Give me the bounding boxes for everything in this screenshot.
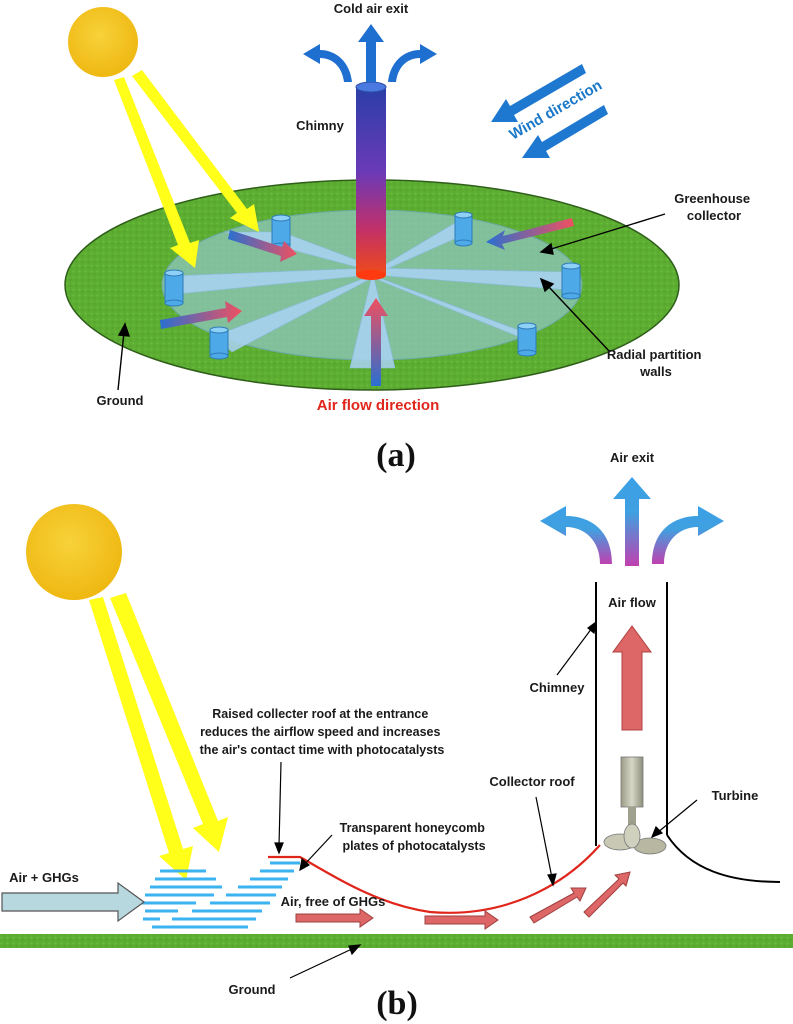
inflow-arrow xyxy=(364,298,388,386)
raised-roof-line-1: Raised collecter roof at the entrance xyxy=(212,707,428,721)
cylinder xyxy=(517,322,537,357)
air-flow-label: Air flow xyxy=(608,595,657,610)
turbine-icon xyxy=(603,756,667,855)
cold-air-exit-label: Cold air exit xyxy=(334,1,409,16)
cylinder xyxy=(561,262,581,300)
cylinder xyxy=(209,326,229,360)
greenhouse-collector-line-1: Greenhouse xyxy=(674,191,750,206)
chimney-walls xyxy=(595,582,781,883)
cylinder xyxy=(164,269,184,307)
radial-partition-line-1: Radial partition xyxy=(607,347,702,362)
wind-direction-arrows xyxy=(491,64,608,158)
air-exit-arrows xyxy=(540,477,724,566)
chimney-tower xyxy=(355,81,387,280)
sun-icon xyxy=(68,7,138,77)
honeycomb-label: Transparent honeycomb plates of photocat… xyxy=(340,821,489,853)
turbine-label: Turbine xyxy=(712,788,759,803)
air-exit-label: Air exit xyxy=(610,450,655,465)
raised-roof-line-3: the air's contact time with photocatalys… xyxy=(200,743,445,757)
sun-rays xyxy=(89,593,228,880)
sun-icon xyxy=(26,504,122,600)
radial-partition-line-2: walls xyxy=(639,364,672,379)
chimney-label: Chimney xyxy=(530,680,586,695)
air-flow-direction-label: Air flow direction xyxy=(317,397,440,414)
inflow-arrow xyxy=(228,230,297,262)
inflow-arrow xyxy=(486,218,574,250)
honeycomb-line-2: plates of photocatalysts xyxy=(342,839,485,853)
air-flow-arrow xyxy=(612,625,652,731)
panel-b-label: (b) xyxy=(376,985,418,1022)
radial-partition-walls-label: Radial partition walls xyxy=(607,347,705,379)
raised-roof-note: Raised collecter roof at the entrance re… xyxy=(200,707,445,757)
honeycomb-plates xyxy=(140,861,300,929)
ground-strip xyxy=(0,934,793,948)
leader-lines xyxy=(117,213,666,391)
air-ghgs-label: Air + GHGs xyxy=(9,870,79,885)
greenhouse-collector-label: Greenhouse collector xyxy=(674,191,753,223)
inflow-arrow xyxy=(160,301,242,329)
chimny-label: Chimny xyxy=(296,118,344,133)
clean-air-arrows xyxy=(295,871,631,930)
collector-roof-label: Collector roof xyxy=(489,774,575,789)
cylinder xyxy=(271,214,291,250)
collector-roof-line xyxy=(268,844,601,914)
panel-b: Air exit Air flow Chimney Raised collect… xyxy=(0,450,793,1022)
panel-a-label: (a) xyxy=(376,437,416,474)
greenhouse-collector-line-2: collector xyxy=(687,208,741,223)
air-ghgs-inlet-arrow xyxy=(1,881,146,923)
raised-roof-line-2: reduces the airflow speed and increases xyxy=(200,725,440,739)
panel-a: Cold air exit Chimny Wind direction Gree… xyxy=(64,1,753,474)
cold-air-exit-arrows xyxy=(303,24,437,82)
honeycomb-line-1: Transparent honeycomb xyxy=(340,821,486,835)
ground-label-b: Ground xyxy=(229,982,276,997)
leader-lines xyxy=(274,620,698,979)
air-free-label: Air, free of GHGs xyxy=(281,894,386,909)
inflow-arrows xyxy=(160,218,574,386)
ground-label-a: Ground xyxy=(97,393,144,408)
sun-rays xyxy=(114,70,259,268)
cylinder xyxy=(454,211,473,247)
